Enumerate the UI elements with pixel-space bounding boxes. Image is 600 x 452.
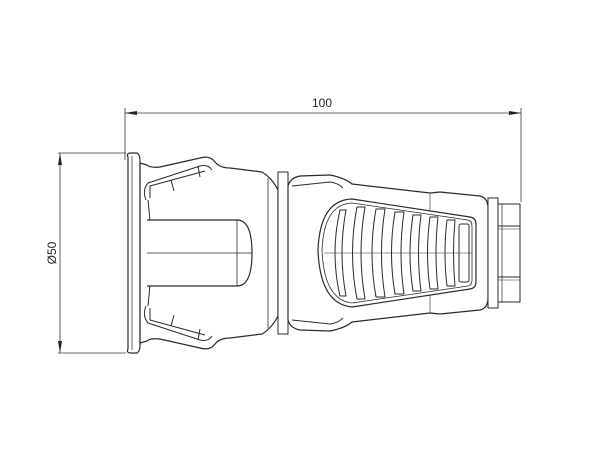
length-dimension	[124, 108, 522, 202]
clip-arm-bottom	[143, 305, 213, 341]
clip-arm-top	[143, 165, 213, 201]
connector-part	[126, 152, 521, 354]
diameter-dimension	[58, 152, 126, 354]
end-collar	[487, 197, 499, 309]
arrowhead-top	[58, 153, 62, 165]
diameter-label: Ø50	[45, 241, 59, 264]
grip-bottom-ridge	[291, 317, 344, 325]
flange	[126, 152, 141, 354]
joint-band	[277, 171, 289, 335]
arrowhead-bottom	[58, 341, 62, 353]
length-label: 100	[312, 96, 332, 110]
grip-top-ridge	[291, 181, 344, 189]
grip-window-inner	[321, 202, 473, 304]
arrowhead-left	[125, 111, 137, 115]
end-cap	[497, 203, 521, 303]
arrowhead-right	[509, 111, 521, 115]
